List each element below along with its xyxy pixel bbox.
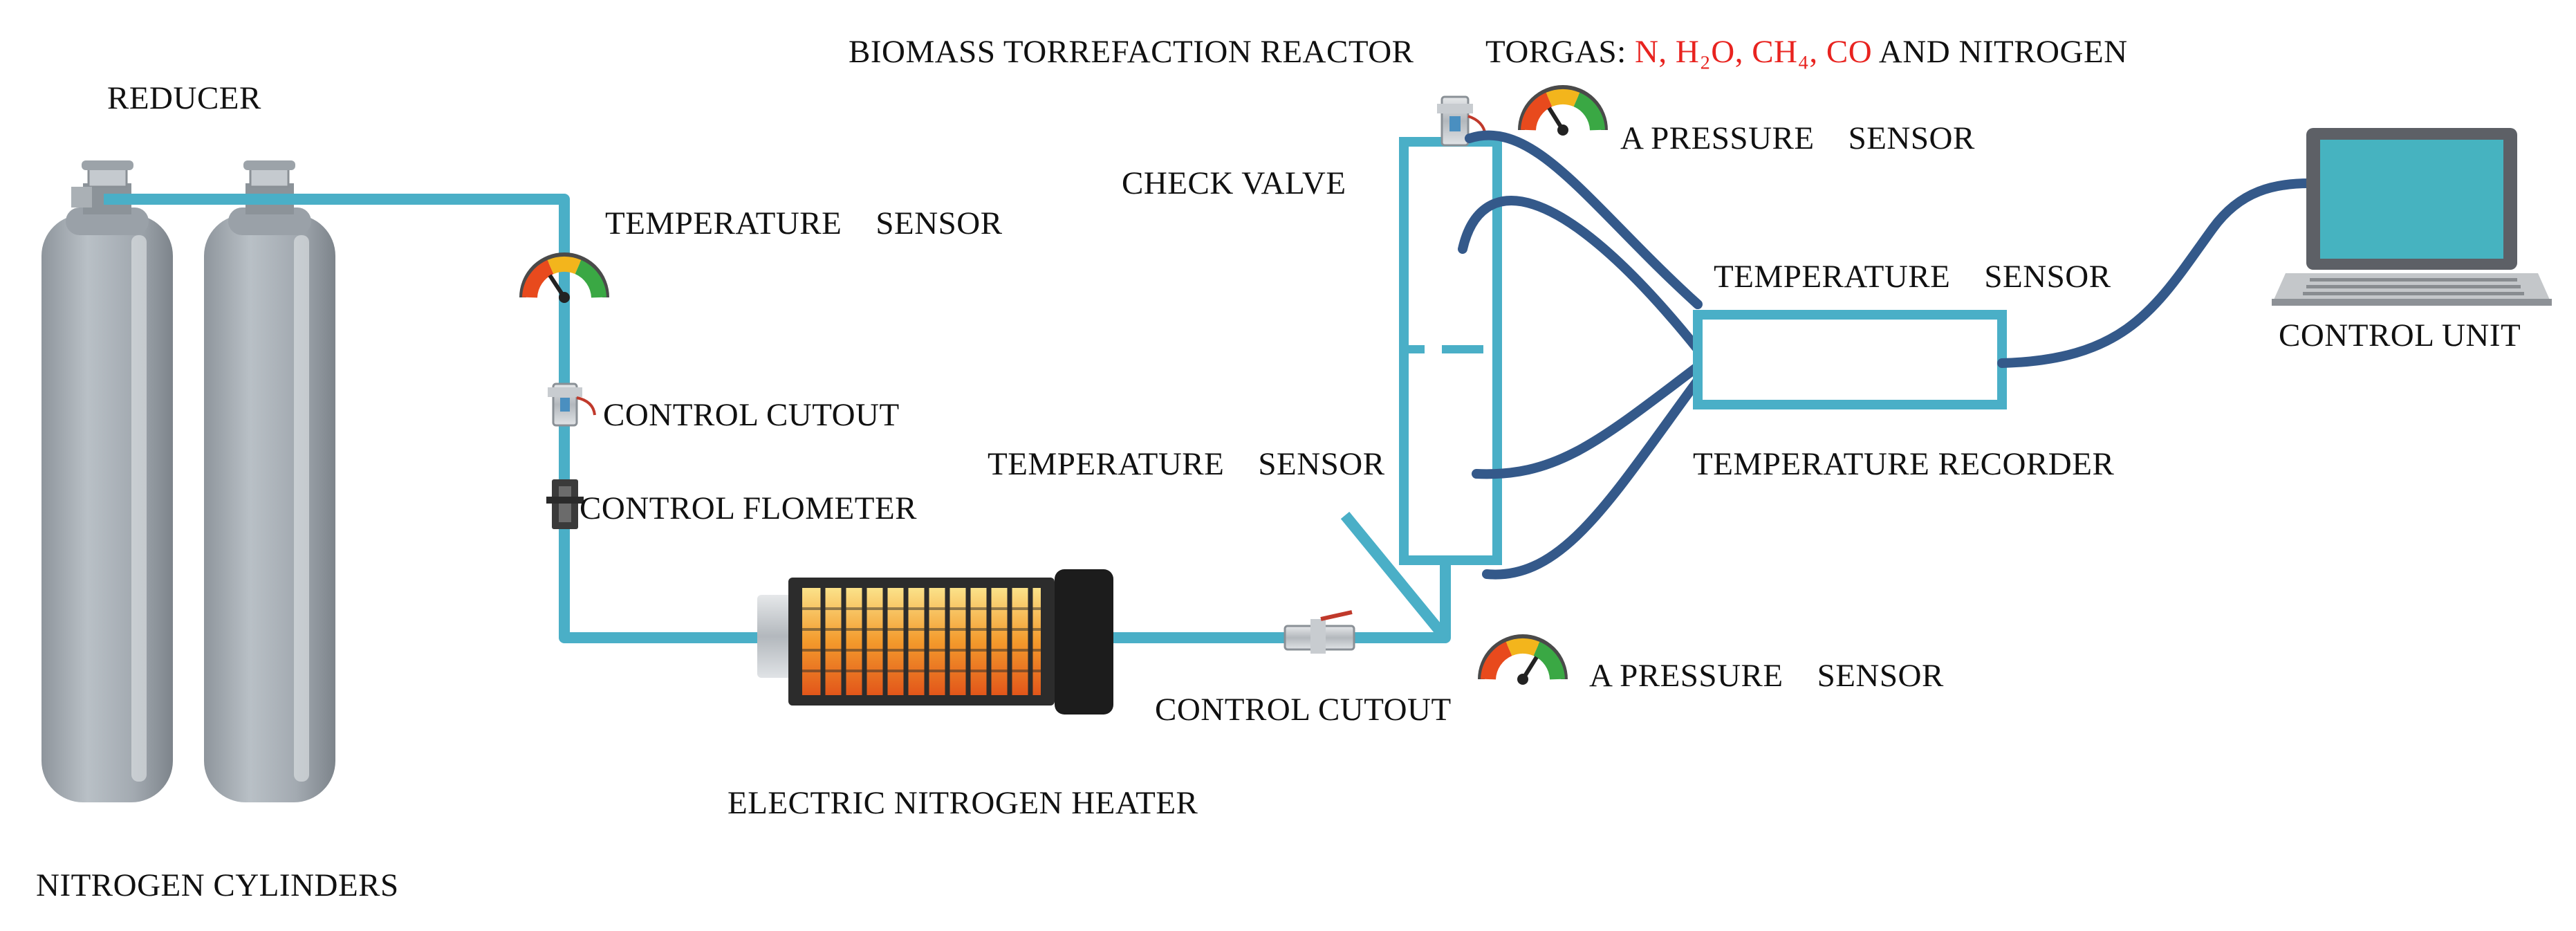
check-valve-label: CHECK VALVE xyxy=(1122,165,1346,201)
control-unit-label: CONTROL UNIT xyxy=(2279,317,2521,353)
electric-nitrogen-heater-label: ELECTRIC NITROGEN HEATER xyxy=(728,785,1198,821)
reducer-label: REDUCER xyxy=(107,80,261,116)
biomass-reactor-label: BIOMASS TORREFACTION REACTOR xyxy=(849,34,1414,70)
gas-cylinder-icon xyxy=(204,183,335,802)
control-cutout-label-2: CONTROL CUTOUT xyxy=(1155,692,1452,728)
laptop-icon xyxy=(2272,128,2552,306)
torgas-gases: N, H₂O, CH₄, CO xyxy=(1635,34,1872,70)
nitrogen-cylinders xyxy=(41,183,335,802)
reducer xyxy=(71,160,295,208)
control-cable xyxy=(1997,178,2315,368)
valve-head-icon xyxy=(71,160,133,208)
control-flometer-label: CONTROL FLOMETER xyxy=(580,490,917,526)
temperature-recorder xyxy=(1693,310,2007,409)
gas-cylinder-icon xyxy=(41,183,173,802)
temperature-sensor-label-1: TEMPERATURE SENSOR xyxy=(605,205,1003,241)
torgas-suffix: AND NITROGEN xyxy=(1872,34,2127,70)
ball-valve-icon xyxy=(1284,610,1355,654)
pressure-sensor-label-top: A PRESSURE SENSOR xyxy=(1620,120,1975,156)
ball-valve-icon xyxy=(548,382,596,427)
check-valve-branch xyxy=(1340,511,1450,642)
sensor-cables xyxy=(1458,130,1703,580)
temperature-recorder-label: TEMPERATURE RECORDER xyxy=(1693,446,2114,482)
torgas-label: TORGAS: N, H₂O, CH₄, CO AND NITROGEN xyxy=(1485,34,2128,70)
pressure-gauge-icon xyxy=(1478,634,1568,685)
pressure-gauge-icon xyxy=(519,252,609,303)
torgas-prefix: TORGAS: xyxy=(1485,34,1635,70)
valve-head-icon xyxy=(243,160,295,188)
pressure-gauge-icon xyxy=(1518,85,1608,136)
temperature-sensor-label-2: TEMPERATURE SENSOR xyxy=(988,446,1385,482)
temperature-sensor-label-3: TEMPERATURE SENSOR xyxy=(1714,259,2111,295)
control-cutout-label-1: CONTROL CUTOUT xyxy=(603,397,900,433)
pressure-sensor-label-bottom: A PRESSURE SENSOR xyxy=(1589,658,1944,694)
nitrogen-cylinders-label: NITROGEN CYLINDERS xyxy=(36,867,399,903)
heater-icon xyxy=(757,569,1113,715)
flowmeter-icon xyxy=(546,479,584,529)
ball-valve-icon xyxy=(1437,95,1487,147)
